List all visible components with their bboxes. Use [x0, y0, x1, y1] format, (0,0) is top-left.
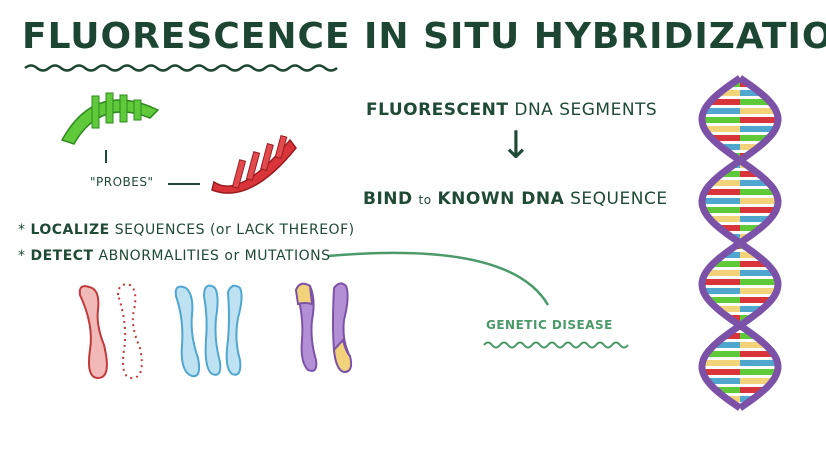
bullet: *	[18, 248, 26, 264]
use-bold: DETECT	[30, 248, 94, 264]
dna-backbone	[698, 75, 782, 411]
chromosome-purple-icon	[294, 282, 353, 374]
use-item: * LOCALIZE SEQUENCES (or LACK THEREOF)	[18, 222, 355, 238]
process-step-1: FLUORESCENT DNA SEGMENTS	[366, 100, 657, 120]
wavy-underline	[483, 341, 629, 349]
bullet: *	[18, 222, 26, 238]
use-rest: SEQUENCES (or LACK THEREOF)	[114, 222, 355, 238]
page-title: FLUORESCENCE IN SITU HYBRIDIZATION	[22, 16, 826, 57]
dna-double-helix-icon	[698, 75, 782, 411]
step1-rest: DNA SEGMENTS	[514, 100, 658, 120]
step2-rest: SEQUENCE	[570, 189, 668, 209]
use-rest: ABNORMALITIES or MUTATIONS	[98, 248, 331, 264]
connector-line	[327, 251, 550, 306]
genetic-disease-label: GENETIC DISEASE	[486, 318, 613, 332]
use-item: * DETECT ABNORMALITIES or MUTATIONS	[18, 248, 331, 264]
step2-to: to	[418, 193, 432, 207]
chromosome-blue-icon	[174, 284, 243, 378]
arrow-down-icon: ↓	[500, 123, 533, 167]
step2-bind: BIND	[363, 189, 413, 209]
step2-known: KNOWN DNA	[437, 189, 565, 209]
chromosome-red-icon	[78, 283, 143, 380]
process-step-2: BIND to KNOWN DNA SEQUENCE	[363, 189, 668, 209]
use-bold: LOCALIZE	[30, 222, 110, 238]
title-underline	[24, 64, 338, 72]
step1-bold: FLUORESCENT	[366, 100, 509, 120]
green-probe-icon	[60, 92, 160, 145]
red-probe-icon	[211, 134, 297, 194]
probes-label: "PROBES"	[90, 175, 154, 189]
